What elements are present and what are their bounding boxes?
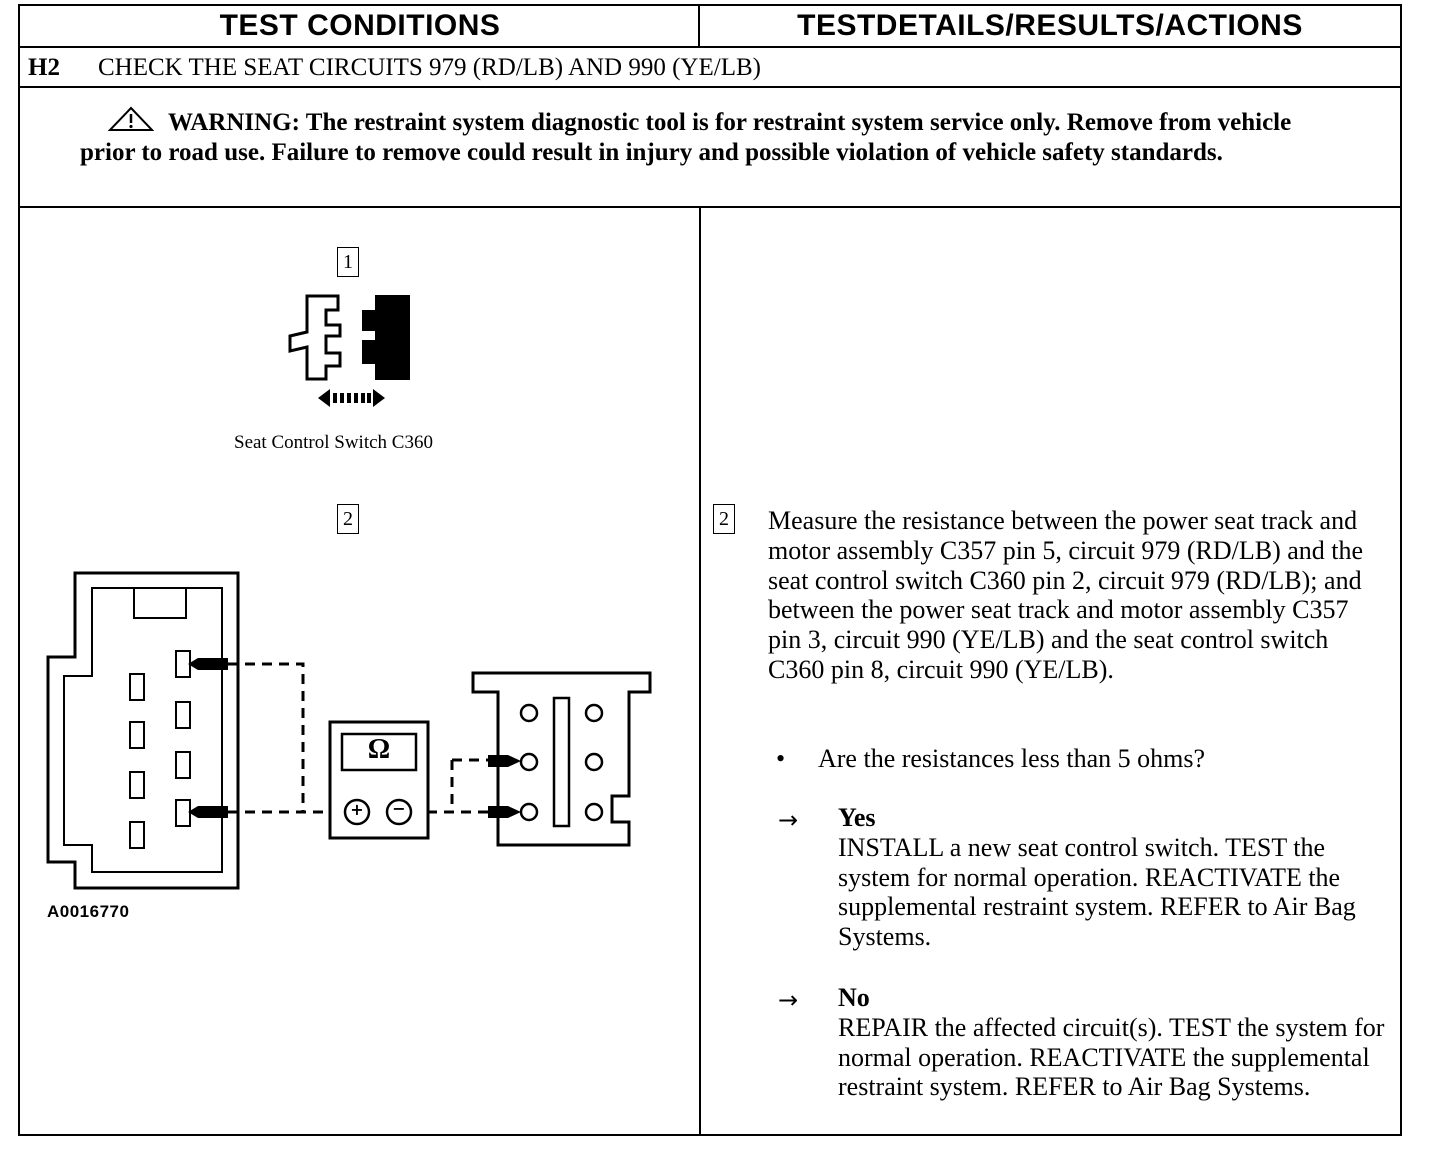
column-divider	[699, 208, 701, 1136]
no-action-text: REPAIR the affected circuit(s). TEST the…	[838, 1012, 1385, 1102]
warning-block: WARNING: The restraint system diagnostic…	[80, 106, 1300, 168]
yes-arrow-icon: →	[778, 806, 799, 834]
warning-triangle-icon	[108, 106, 154, 131]
test-procedure-table: TEST CONDITIONS TESTDETAILS/RESULTS/ACTI…	[18, 4, 1402, 1136]
negative-terminal-icon: −	[392, 799, 406, 818]
step-rule	[20, 86, 1400, 88]
no-answer: No REPAIR the affected circuit(s). TEST …	[838, 983, 1386, 1102]
measure-instruction: Measure the resistance between the power…	[768, 506, 1364, 684]
diagram-step-2-label: 2	[337, 504, 359, 534]
yes-answer: Yes INSTALL a new seat control switch. T…	[838, 803, 1383, 952]
ohm-symbol: Ω	[367, 734, 391, 765]
no-arrow-icon: →	[778, 986, 799, 1014]
step-number: H2	[28, 54, 60, 81]
warning-label: WARNING:	[168, 109, 300, 136]
seat-control-switch-caption: Seat Control Switch C360	[234, 432, 433, 453]
no-label: No	[838, 983, 870, 1012]
details-step-2-label: 2	[713, 504, 735, 534]
header-divider	[698, 6, 700, 46]
diagram-step-1-label: 1	[337, 247, 359, 277]
question-bullet: •	[776, 744, 786, 773]
positive-terminal-icon: +	[350, 800, 364, 819]
test-details-header: TESTDETAILS/RESULTS/ACTIONS	[797, 9, 1303, 42]
warning-text: The restraint system diagnostic tool is …	[80, 109, 1292, 166]
step-row: H2 CHECK THE SEAT CIRCUITS 979 (RD/LB) A…	[20, 48, 1400, 88]
resistance-question: Are the resistances less than 5 ohms?	[818, 744, 1206, 773]
header-rule	[20, 46, 1400, 48]
yes-label: Yes	[838, 803, 876, 832]
yes-action-text: INSTALL a new seat control switch. TEST …	[838, 832, 1356, 952]
step-title: CHECK THE SEAT CIRCUITS 979 (RD/LB) AND …	[98, 54, 761, 81]
figure-id: A0016770	[47, 902, 130, 921]
test-conditions-header: TEST CONDITIONS	[219, 9, 501, 42]
warning-rule	[20, 206, 1400, 208]
